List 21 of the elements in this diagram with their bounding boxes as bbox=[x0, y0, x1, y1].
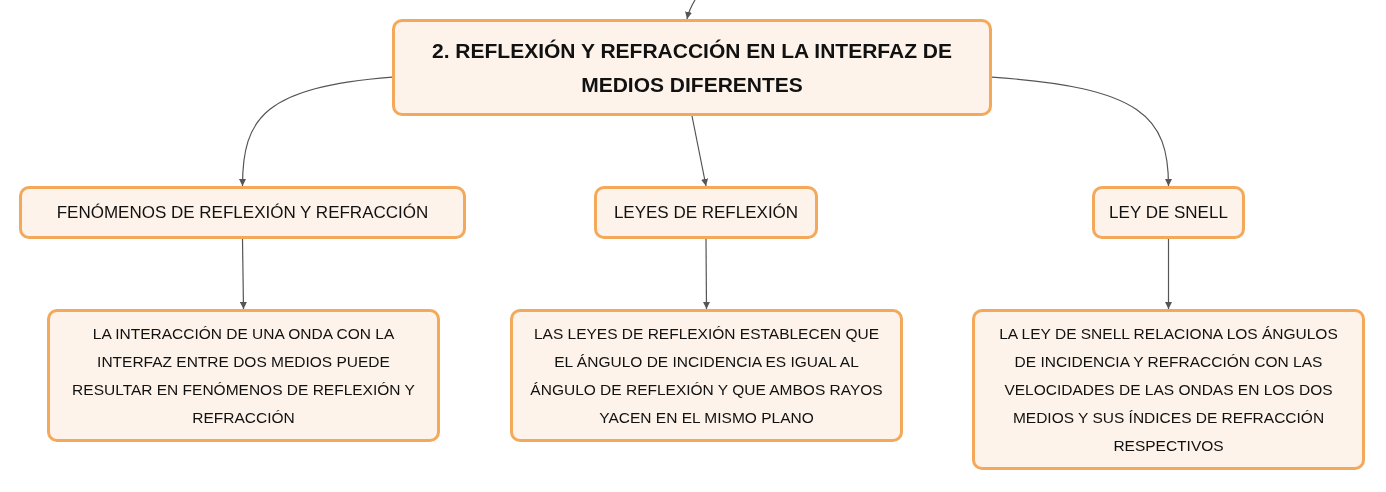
topic-text: LEY DE SNELL bbox=[1109, 201, 1228, 224]
topic-text: LEYES DE REFLEXIÓN bbox=[613, 201, 799, 224]
topic-box bbox=[594, 186, 818, 239]
topic-box bbox=[19, 186, 466, 239]
topic-box bbox=[510, 309, 903, 442]
topic-box bbox=[972, 309, 1365, 470]
connector-arrow bbox=[239, 238, 247, 310]
topic-text: LA LEY DE SNELL RELACIONA LOS ÁNGULOS DE INCIDENCIA Y REFRACCIÓN CON LAS VELOCIDADES DE LAS ONDAS EN LOS DOS MEDIOS Y SUS ÍNDICES DE REFRACCIÓN RESPECTIVOS bbox=[998, 323, 1339, 456]
topic-text: FENÓMENOS DE REFLEXIÓN Y REFRACCIÓN bbox=[56, 201, 429, 224]
topic-text: 2. REFLEXIÓN Y REFRACCIÓN EN LA INTERFAZ DE MEDIOS DIFERENTES bbox=[431, 37, 953, 98]
topic-box bbox=[1092, 186, 1245, 239]
connector-arrow bbox=[685, 0, 696, 20]
connector-arrow bbox=[691, 115, 709, 187]
topic-box bbox=[47, 309, 440, 442]
topic-text: LA INTERACCIÓN DE UNA ONDA CON LA INTERFAZ ENTRE DOS MEDIOS PUEDE RESULTAR EN FENÓMENOS DE REFLEXIÓN Y REFRACCIÓN bbox=[71, 323, 416, 428]
connector-arrow bbox=[702, 238, 711, 310]
connector-arrow bbox=[239, 76, 393, 187]
connector-arrow bbox=[991, 76, 1172, 187]
connector-arrow bbox=[1164, 238, 1173, 310]
topic-text: LAS LEYES DE REFLEXIÓN ESTABLECEN QUE EL ÁNGULO DE INCIDENCIA ES IGUAL AL ÁNGULO DE REFLEXIÓN Y QUE AMBOS RAYOS YACEN EN EL MISMO PLANO bbox=[529, 323, 884, 428]
topic-box bbox=[392, 19, 992, 116]
